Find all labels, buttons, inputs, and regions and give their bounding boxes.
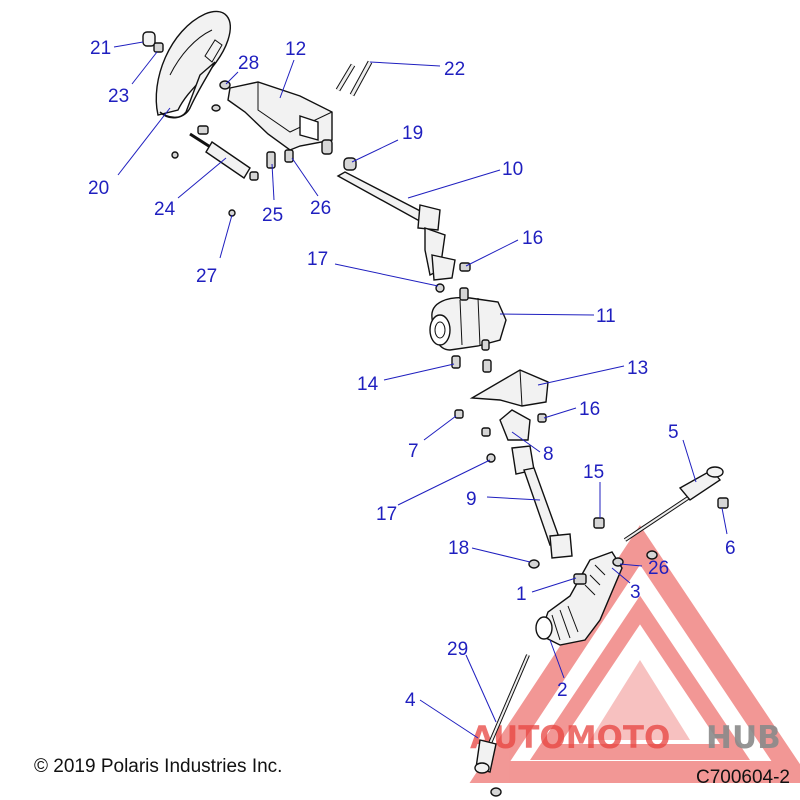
callout-4: 4 (405, 690, 416, 711)
part-bolt-14 (451, 355, 492, 373)
callout-22: 22 (444, 59, 465, 80)
part-bolt-7 (454, 409, 491, 437)
part-eps-unit (429, 287, 507, 351)
callout-29: 29 (447, 639, 468, 660)
callout-26a: 26 (310, 198, 331, 219)
callout-28: 28 (238, 53, 259, 74)
callout-16a: 16 (522, 228, 543, 249)
callout-13: 13 (627, 358, 648, 379)
part-nut-23 (153, 42, 164, 53)
callout-7: 7 (408, 441, 419, 462)
watermark-text-left: AUTOMOTO (470, 720, 670, 756)
part-nut-17a (435, 283, 445, 293)
part-bolt-25 (266, 151, 276, 169)
callout-9: 9 (466, 489, 477, 510)
part-tie-rod-right (623, 466, 724, 560)
drawing-code: C700604-2 (695, 767, 790, 788)
callout-10: 10 (502, 159, 523, 180)
part-column-bracket (227, 81, 333, 163)
part-steering-rack (535, 551, 624, 646)
part-steering-wheel (155, 10, 231, 119)
callout-20: 20 (88, 178, 109, 199)
part-upper-shaft (336, 171, 456, 281)
part-bolt-15 (593, 517, 605, 529)
callout-11: 11 (596, 306, 616, 327)
callout-12: 12 (285, 39, 306, 60)
part-bracket-8 (499, 409, 531, 441)
part-cap (142, 31, 156, 47)
callout-8: 8 (543, 444, 554, 465)
callout-2: 2 (557, 680, 568, 701)
callout-26b: 26 (648, 558, 669, 579)
part-tie-rod-left (474, 654, 530, 797)
callout-14: 14 (357, 374, 379, 395)
callout-17a: 17 (307, 249, 328, 270)
copyright-text: © 2019 Polaris Industries Inc. (34, 756, 283, 777)
callout-15: 15 (583, 462, 604, 483)
part-intermediate-shaft (511, 445, 573, 559)
callout-17b: 17 (376, 504, 397, 525)
part-bolts-22 (335, 60, 373, 97)
part-nut-28 (211, 80, 231, 112)
part-bushing-19 (343, 157, 357, 171)
callout-24: 24 (154, 199, 176, 220)
watermark-logo (469, 525, 800, 783)
callout-labels: 21 23 20 28 12 22 19 10 24 25 26 27 17 1… (88, 38, 736, 711)
part-mount-bracket (469, 369, 549, 407)
callout-5: 5 (668, 422, 679, 443)
callout-23: 23 (108, 86, 129, 107)
callout-1: 1 (516, 584, 527, 605)
callout-3: 3 (630, 582, 641, 603)
part-bolt-16b (537, 413, 547, 423)
part-gas-strut (189, 125, 259, 181)
callout-18: 18 (448, 538, 469, 559)
callout-27: 27 (196, 266, 217, 287)
callout-21: 21 (90, 38, 111, 59)
callout-19: 19 (402, 123, 423, 144)
part-nut-6 (717, 497, 729, 509)
callout-6: 6 (725, 538, 736, 559)
part-nut-18 (528, 559, 540, 569)
watermark-text-right: HUB (706, 720, 781, 756)
callout-16b: 16 (579, 399, 600, 420)
callout-25: 25 (262, 205, 283, 226)
callout-leaders (113, 41, 728, 739)
